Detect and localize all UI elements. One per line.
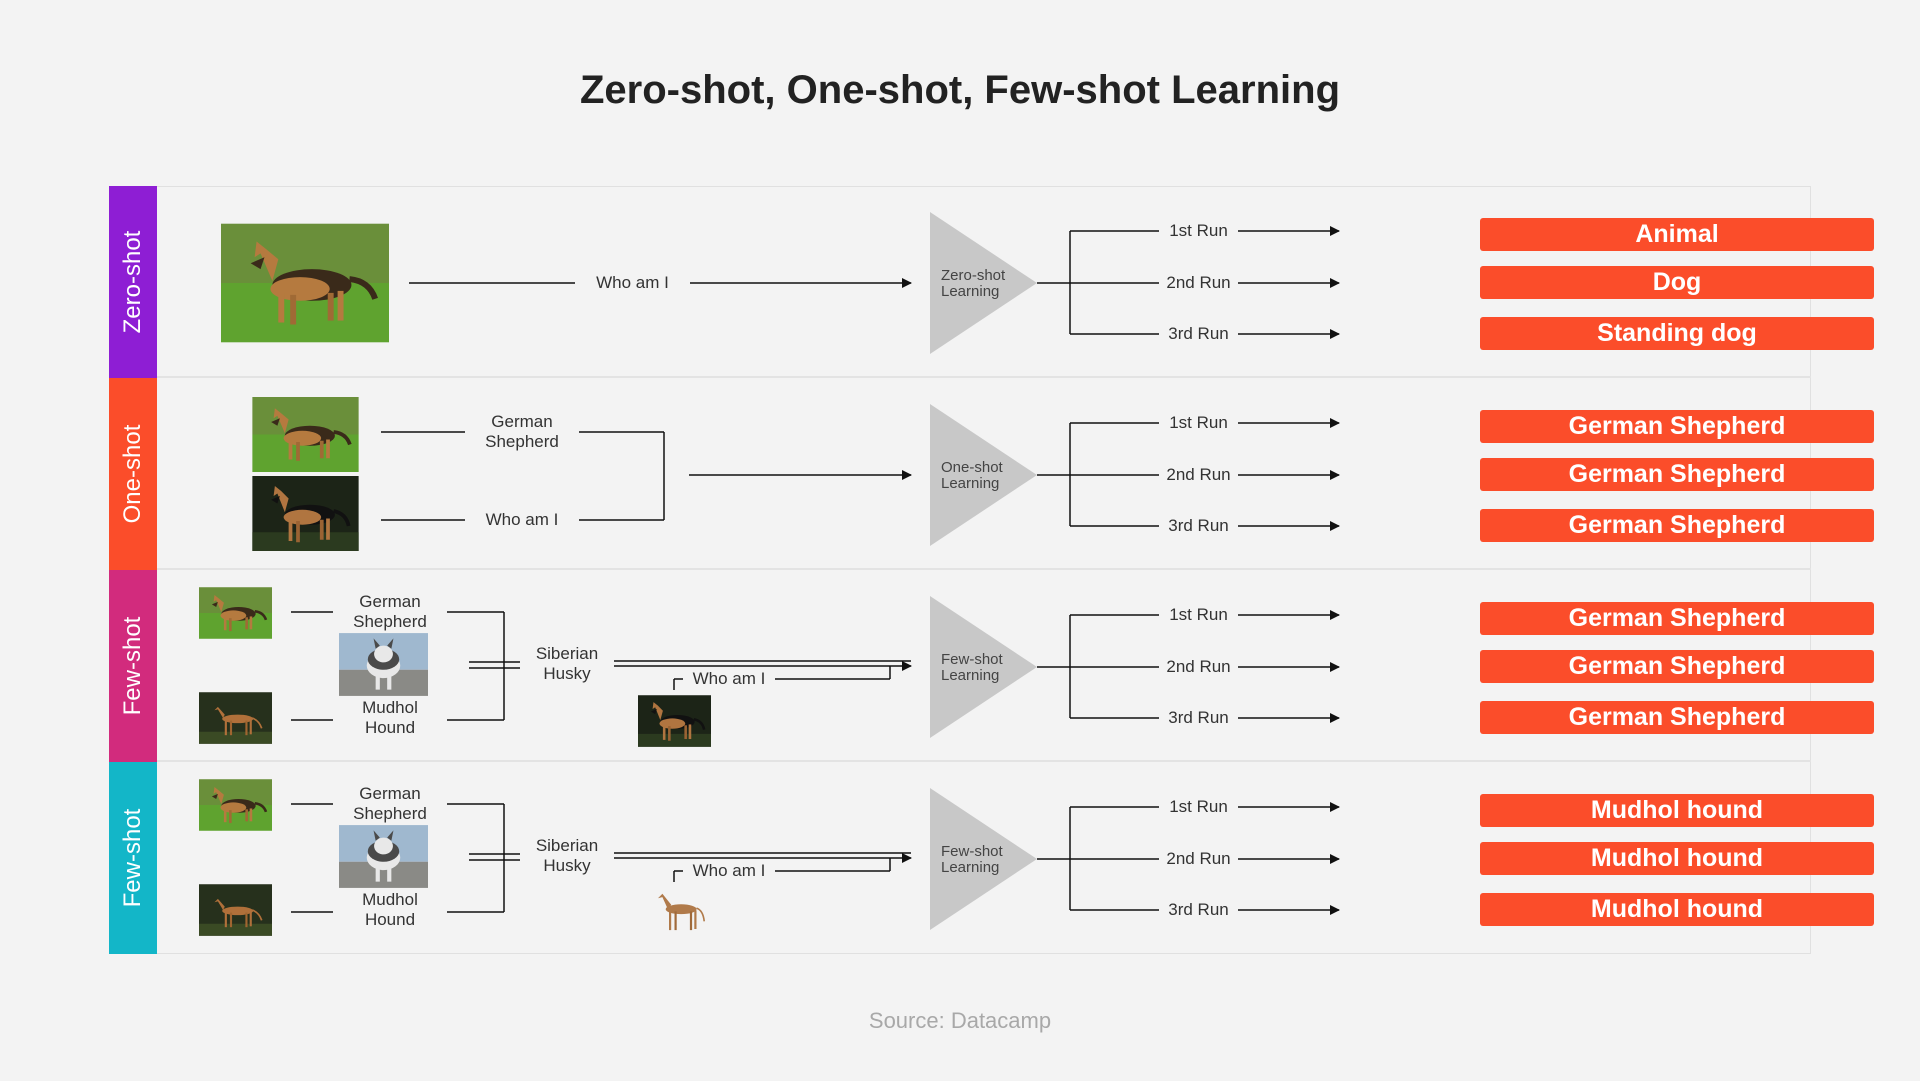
query-label: Who am I (692, 669, 766, 688)
model-triangle (930, 788, 1037, 930)
model-triangle (930, 596, 1037, 738)
result-box-2: Mudhol hound (1480, 842, 1874, 875)
row-connectors (291, 596, 1340, 738)
row-connectors (291, 788, 1340, 930)
dog-photo-mudhol-hound (199, 692, 272, 744)
model-triangle (930, 212, 1037, 354)
dog-photo-german-shepherd (199, 587, 272, 639)
model-triangle (930, 404, 1037, 546)
run-label-1: 1st Run (1169, 221, 1228, 240)
dog-photo-siberian-husky (339, 825, 428, 888)
run-label-3: 3rd Run (1168, 324, 1229, 343)
run-label-2: 2nd Run (1166, 849, 1231, 868)
dog-photo-german-shepherd (199, 779, 272, 831)
result-box-2: Dog (1480, 266, 1874, 299)
run-label-1: 1st Run (1169, 413, 1228, 432)
result-box-1: German Shepherd (1480, 602, 1874, 635)
dog-photo-query (638, 695, 711, 747)
band-zero-shot: Zero-shot (109, 186, 157, 378)
page-title: Zero-shot, One-shot, Few-shot Learning (580, 68, 1340, 112)
run-label-3: 3rd Run (1168, 516, 1229, 535)
row-connectors (409, 212, 1340, 354)
dog-photo-query (252, 476, 359, 551)
row-connectors (381, 404, 1340, 546)
row-divider (157, 568, 1811, 570)
run-label-2: 2nd Run (1166, 273, 1231, 292)
result-box-3: Standing dog (1480, 317, 1874, 350)
result-box-2: German Shepherd (1480, 458, 1874, 491)
row-divider (157, 376, 1811, 378)
run-label-2: 2nd Run (1166, 465, 1231, 484)
run-label-1: 1st Run (1169, 605, 1228, 624)
query-label: Who am I (596, 273, 669, 292)
row-divider (157, 760, 1811, 762)
result-box-3: German Shepherd (1480, 701, 1874, 734)
result-box-1: Animal (1480, 218, 1874, 251)
run-label-3: 3rd Run (1168, 708, 1229, 727)
query-label: Who am I (485, 510, 559, 529)
dog-photo-german-shepherd (252, 397, 359, 472)
result-box-2: German Shepherd (1480, 650, 1874, 683)
source-caption: Source: Datacamp (868, 1008, 1052, 1033)
band-one-shot: One-shot (109, 378, 157, 570)
dog-photo-mudhol-hound (199, 884, 272, 936)
result-box-3: German Shepherd (1480, 509, 1874, 542)
run-label-2: 2nd Run (1166, 657, 1231, 676)
dog-photo-query (647, 885, 713, 940)
band-few-shot: Few-shot (109, 762, 157, 954)
query-label: Who am I (692, 861, 766, 880)
dog-photo-german-shepherd (221, 223, 389, 343)
run-label-3: 3rd Run (1168, 900, 1229, 919)
run-label-1: 1st Run (1169, 797, 1228, 816)
band-few-shot: Few-shot (109, 570, 157, 762)
result-box-1: German Shepherd (1480, 410, 1874, 443)
result-box-3: Mudhol hound (1480, 893, 1874, 926)
dog-photo-siberian-husky (339, 633, 428, 696)
result-box-1: Mudhol hound (1480, 794, 1874, 827)
